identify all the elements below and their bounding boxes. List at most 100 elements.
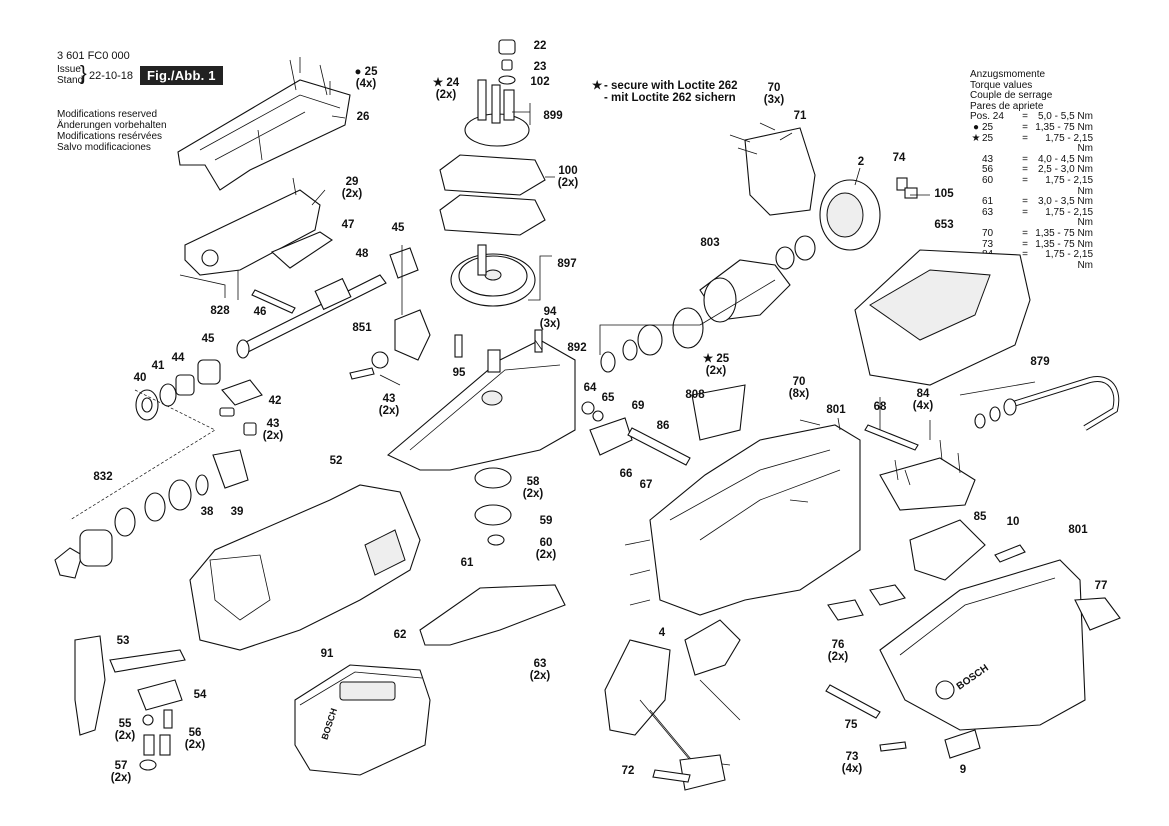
torque-pos: 61: [982, 196, 994, 208]
issue-date: 22-10-18: [89, 70, 134, 82]
stator-part-2: [819, 179, 881, 251]
screws-part-43: [219, 407, 257, 436]
torque-row: 56=2,5 - 3,0 Nm: [970, 165, 1093, 176]
callout-label: 42: [268, 395, 282, 407]
torque-mark: ★: [971, 132, 981, 144]
torque-eq: =: [1022, 121, 1028, 133]
torque-value: 3,0 - 3,5 Nm: [1037, 196, 1093, 208]
callout-label: 4: [658, 627, 666, 639]
torque-title-fr: Couple de serrage: [970, 90, 1053, 102]
callout-label: 48: [355, 248, 369, 260]
washers-armature: [600, 307, 704, 373]
torque-value: 5,0 - 5,5 Nm: [1037, 111, 1093, 123]
callout-label: 26: [356, 111, 370, 123]
nose-cover-part-52: [189, 484, 421, 651]
callout-label: 63(2x): [529, 658, 551, 682]
callout-label: 57(2x): [110, 760, 132, 784]
callout-label: 10: [1006, 516, 1020, 528]
torque-row: 63=1,75 - 2,15 Nm: [970, 206, 1093, 229]
callout-label: 801: [1068, 524, 1088, 536]
pins-part-94: [454, 329, 543, 373]
parts-55-56-57: [139, 709, 173, 771]
torque-value: 1,75 - 2,15 Nm: [1045, 174, 1093, 197]
torque-eq: =: [1022, 249, 1028, 261]
pin-part-46: [251, 289, 296, 314]
base-plate-part-62: [419, 584, 566, 646]
bracket-part-851: [349, 309, 431, 380]
callout-label: 53: [116, 635, 130, 647]
torque-value: 1,75 - 2,15 Nm: [1045, 206, 1093, 229]
handle-part-879: [974, 376, 1120, 431]
screws-generic: [257, 59, 961, 606]
torque-row: 43=4,0 - 4,5 Nm: [970, 153, 1093, 166]
torque-pos: 25: [982, 121, 994, 133]
torque-pos: 63: [982, 206, 994, 218]
callout-label: 879: [1030, 356, 1050, 368]
gasket-part-85: [909, 519, 986, 581]
gear-housing-part-29: [184, 189, 321, 276]
callout-label: 85: [973, 511, 987, 523]
callout-label: 41: [151, 360, 165, 372]
torque-eq: =: [1022, 153, 1028, 165]
torque-row: ★25=1,75 - 2,15 Nm: [970, 132, 1093, 155]
callout-label: 105: [934, 188, 954, 200]
leader-lines: [179, 57, 1036, 486]
callout-label: 2: [857, 156, 865, 168]
callout-label: 76(2x): [827, 639, 849, 663]
callout-label: 95: [452, 367, 466, 379]
part-68: [864, 424, 919, 451]
callout-label: 59: [539, 515, 553, 527]
part-10: [994, 544, 1026, 563]
part-77: [1074, 597, 1121, 631]
rod-part-86: [627, 427, 691, 466]
callout-label: 40: [133, 372, 147, 384]
gear-part-897: [450, 244, 536, 307]
plate-part-47: [270, 231, 333, 269]
housing-part-801-right: [879, 559, 1086, 731]
torque-title-es: Pares de apriete: [970, 100, 1044, 112]
torque-pos: 73: [982, 238, 994, 250]
brace: }: [80, 63, 87, 85]
top-parts-22-23-102: [498, 39, 516, 85]
figure-label: Fig./Abb. 1: [140, 66, 223, 85]
callout-label: 73(4x): [841, 751, 863, 775]
plate-part-54: [137, 679, 183, 711]
torque-title-en: Torque values: [970, 79, 1033, 91]
torque-value: 4,0 - 4,5 Nm: [1037, 153, 1093, 165]
battery-part-91: [294, 664, 431, 776]
callout-label: 65: [601, 392, 615, 404]
callout-label: 66: [619, 468, 633, 480]
callout-label: 897: [557, 258, 577, 270]
callout-label: 43(2x): [378, 393, 400, 417]
callout-label: 46: [253, 306, 267, 318]
charger-part-653: [854, 249, 1031, 386]
callout-label: ● 25(4x): [354, 66, 378, 90]
pads-part-76: [827, 584, 906, 621]
torque-row: Pos. 24=5,0 - 5,5 Nm: [970, 112, 1093, 123]
torque-row: ●25=1,35 - 75 Nm: [970, 121, 1093, 134]
torque-eq: =: [1022, 227, 1028, 239]
torque-rows: Pos. 24=5,0 - 5,5 Nm●25=1,35 - 75 Nm★25=…: [970, 112, 1093, 271]
torque-eq: =: [1022, 164, 1028, 176]
torque-pos: 60: [982, 174, 994, 186]
torque-eq: =: [1022, 111, 1028, 123]
callout-label: 72: [621, 765, 635, 777]
callout-label: ★ 24(2x): [432, 77, 460, 101]
housing-part-801-center: [649, 424, 861, 616]
parts-64-65: [581, 401, 604, 422]
bearing-stack-40-45: [135, 359, 221, 421]
loctite-note-en: - secure with Loctite 262: [604, 80, 738, 92]
callout-label: 52: [329, 455, 343, 467]
part-75: [825, 684, 881, 719]
bush-part-45: [389, 247, 419, 279]
callout-label: 77: [1094, 580, 1108, 592]
callout-label: 60(2x): [535, 537, 557, 561]
modifications-fr: Modifications resérvées: [57, 131, 163, 142]
callout-label: 832: [93, 471, 113, 483]
callout-label: 801: [826, 404, 846, 416]
torque-row: 73=1,35 - 75 Nm: [970, 238, 1093, 251]
callout-label: 43(2x): [262, 418, 284, 442]
lever-part-69: [589, 417, 633, 456]
